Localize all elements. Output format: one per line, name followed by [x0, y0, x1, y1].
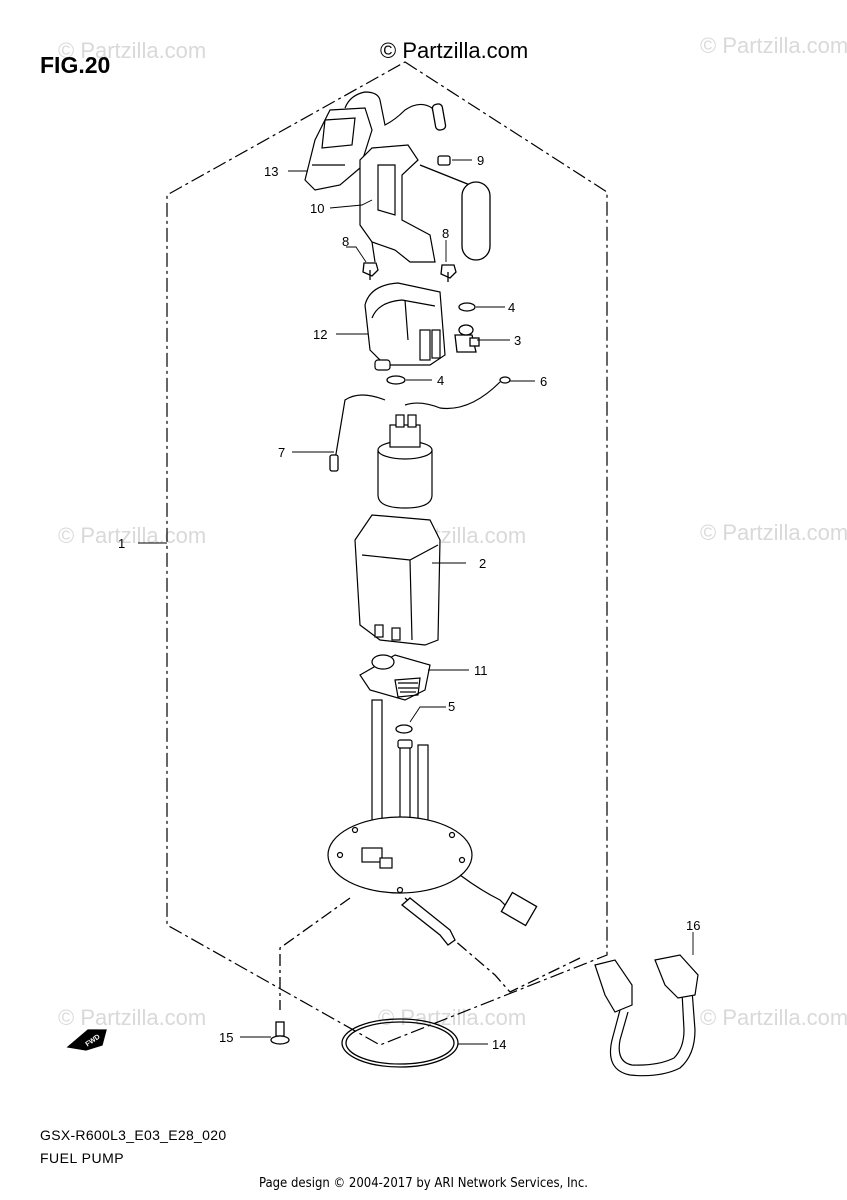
part-3-sensor [454, 324, 480, 353]
part-7-wire [334, 394, 386, 461]
part-15-screw [270, 1021, 290, 1045]
base-plate [327, 816, 473, 894]
fwd-arrow-icon [66, 1029, 107, 1051]
part-8-bolt [362, 262, 379, 280]
wire-harness [459, 874, 511, 911]
callout-13: 13 [264, 164, 278, 179]
part-11-filter [359, 654, 431, 701]
diagram-caption: FUEL PUMP [40, 1150, 125, 1166]
watermark: © Partzilla.com [58, 1005, 207, 1030]
callout-8: 8 [342, 234, 349, 249]
copyright-top: © Partzilla.com [380, 38, 529, 63]
part-4-o-ring [386, 375, 406, 385]
part-5-o-ring [395, 724, 413, 734]
watermark: © Partzilla.com [378, 1005, 527, 1030]
callout-4: 4 [437, 373, 444, 388]
part-10-bracket [359, 144, 436, 263]
callout-6: 6 [540, 374, 547, 389]
callout-8: 8 [442, 226, 449, 241]
part-14-gasket [341, 1018, 459, 1068]
callout-14: 14 [492, 1037, 506, 1052]
fuel-pump-motor [377, 414, 433, 509]
part-8-bolt [440, 264, 457, 282]
part-6-wire [404, 381, 501, 410]
float [461, 181, 491, 261]
part-12-housing [364, 282, 446, 371]
part-2-holder [354, 514, 441, 646]
callout-9: 9 [477, 153, 484, 168]
callout-1: 1 [118, 536, 125, 551]
outlet-pipe [400, 897, 456, 946]
part-9-fitting [437, 155, 451, 166]
connector [500, 891, 538, 927]
callout-10: 10 [310, 201, 324, 216]
page-footer: Page design © 2004-2017 by ARI Network S… [259, 1176, 588, 1191]
part-4-o-ring [458, 302, 476, 312]
callout-12: 12 [313, 327, 327, 342]
wire [379, 99, 441, 131]
callout-7: 7 [278, 445, 285, 460]
callout-11: 11 [474, 663, 488, 678]
watermark: © Partzilla.com [58, 523, 207, 548]
watermark: © Partzilla.com [700, 1005, 847, 1030]
callout-15: 15 [219, 1030, 233, 1045]
leader-lines [138, 159, 694, 1045]
callout-3: 3 [514, 333, 521, 348]
relation-line [404, 897, 581, 993]
callout-16: 16 [686, 918, 700, 933]
watermark: © Partzilla.com [58, 38, 207, 63]
relation-line [279, 897, 351, 1010]
watermark: © Partzilla.com [700, 33, 847, 58]
part-16-hose [594, 954, 699, 1077]
float-arm [419, 164, 471, 186]
callout-4: 4 [508, 300, 515, 315]
callout-2: 2 [479, 556, 486, 571]
part-code: GSX-R600L3_E03_E28_020 [40, 1127, 227, 1143]
figure-label: FIG.20 [40, 52, 111, 78]
watermark: © Partzilla.com [700, 520, 847, 545]
callout-5: 5 [448, 699, 455, 714]
part-13-bracket [304, 91, 381, 191]
